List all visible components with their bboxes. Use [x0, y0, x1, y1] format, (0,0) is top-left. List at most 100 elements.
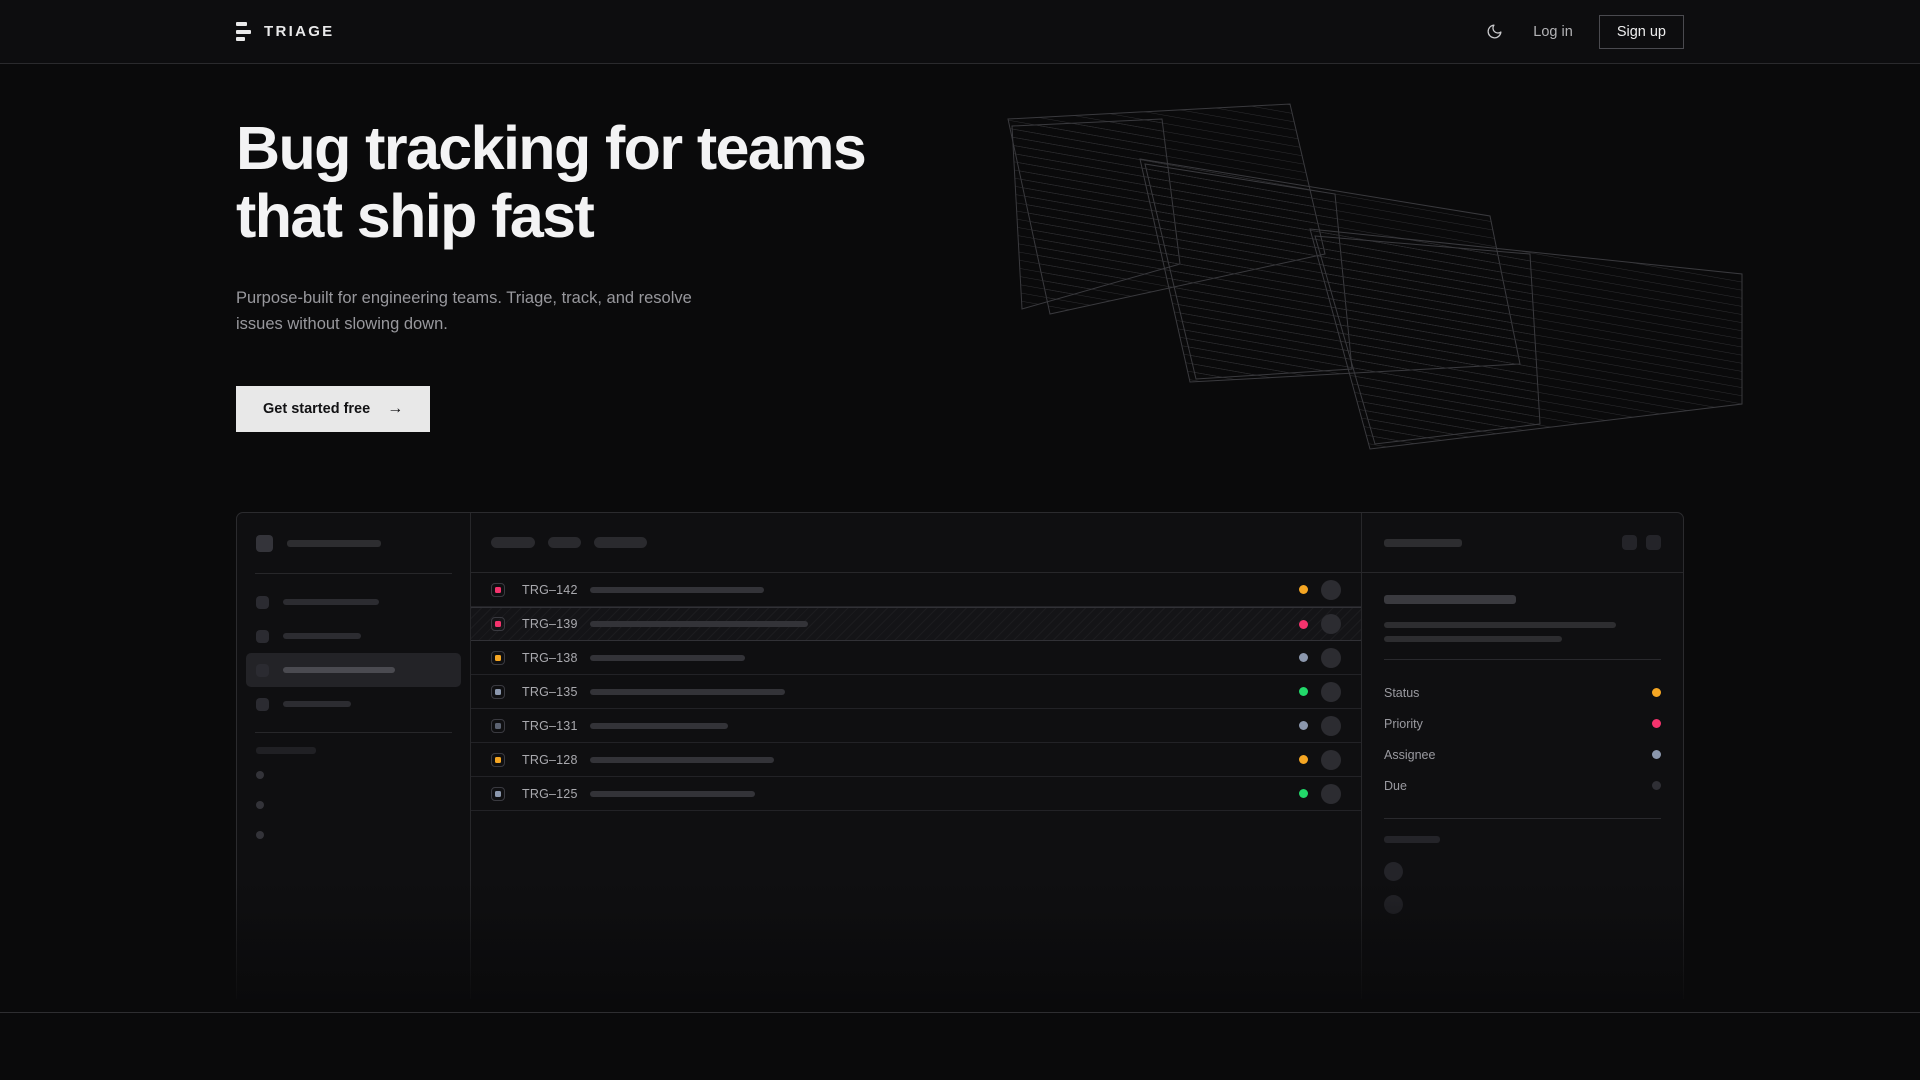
meta-value-dot — [1652, 688, 1661, 697]
meta-label: Status — [1384, 685, 1420, 700]
sidebar-sub-item-1[interactable] — [256, 790, 451, 820]
sidebar-item-icon — [256, 595, 269, 609]
priority-indicator — [491, 582, 505, 597]
issue-id: TRG–138 — [522, 650, 578, 665]
sidebar-item-2[interactable] — [246, 653, 461, 687]
issue-id: TRG–128 — [522, 752, 578, 767]
toolbar-chip-1[interactable] — [548, 537, 581, 548]
moon-icon[interactable] — [1481, 19, 1507, 45]
table-row[interactable]: TRG–142 — [471, 573, 1361, 607]
detail-divider-2 — [1384, 818, 1661, 819]
priority-indicator — [491, 786, 505, 801]
list-item — [1384, 855, 1661, 888]
meta-value-dot — [1652, 750, 1661, 759]
meta-row-status[interactable]: Status — [1384, 677, 1661, 708]
top-navigation-bar: TRIAGE Log in Sign up — [0, 0, 1920, 64]
sidebar-item-label — [283, 599, 379, 605]
detail-panel-header — [1362, 513, 1683, 573]
table-row[interactable]: TRG–138 — [471, 641, 1361, 675]
sidebar-sub-dot — [256, 771, 264, 779]
table-row[interactable]: TRG–131 — [471, 709, 1361, 743]
avatar — [1321, 783, 1341, 804]
sidebar-sub-item-2[interactable] — [256, 820, 451, 850]
issue-title-placeholder — [590, 790, 755, 797]
hero-subheadline: Purpose-built for engineering teams. Tri… — [236, 288, 692, 334]
priority-indicator — [491, 718, 505, 733]
sidebar-divider-top — [255, 573, 452, 574]
list-toolbar — [471, 513, 1361, 573]
login-link[interactable]: Log in — [1533, 23, 1573, 40]
status-badge — [1299, 687, 1308, 696]
headline-line-1: Bug tracking for teams — [236, 114, 867, 182]
sidebar-item-3[interactable] — [246, 687, 461, 721]
status-badge — [1299, 585, 1308, 594]
row-meta — [1299, 614, 1341, 634]
sidebar-item-icon — [256, 629, 269, 643]
meta-value-dot — [1652, 781, 1661, 790]
row-meta — [1299, 715, 1341, 736]
detail-body-line — [1384, 622, 1616, 628]
workspace-avatar — [256, 534, 273, 552]
sidebar-item-label — [283, 667, 395, 673]
sidebar-divider-bottom — [255, 732, 452, 733]
table-row[interactable]: TRG–135 — [471, 675, 1361, 709]
workspace-switcher[interactable] — [256, 513, 451, 573]
brand-name: TRIAGE — [264, 23, 335, 40]
table-row[interactable]: TRG–125 — [471, 777, 1361, 811]
meta-label: Due — [1384, 778, 1407, 793]
avatar — [1384, 895, 1403, 914]
list-item — [1384, 888, 1661, 921]
row-meta — [1299, 579, 1341, 600]
row-meta — [1299, 783, 1341, 804]
hero-section: Bug tracking for teams that ship fast Pu… — [0, 64, 1920, 512]
avatar — [1321, 614, 1341, 634]
issue-id: TRG–125 — [522, 786, 578, 801]
brand-logo[interactable]: TRIAGE — [236, 22, 334, 41]
sidebar-nav-list — [246, 574, 461, 732]
status-badge — [1299, 653, 1308, 662]
toolbar-chip-2[interactable] — [594, 537, 647, 548]
arrow-right-icon: → — [387, 400, 404, 418]
sidebar-sub-dot — [256, 801, 264, 809]
meta-label: Assignee — [1384, 747, 1436, 762]
nav-actions: Log in Sign up — [1481, 14, 1684, 49]
sidebar-item-label — [283, 633, 361, 639]
more-options-icon[interactable] — [1646, 535, 1661, 550]
priority-indicator — [491, 650, 505, 665]
detail-breadcrumb-placeholder — [1384, 538, 1462, 547]
sidebar-item-0[interactable] — [246, 585, 461, 619]
sidebar-group-label — [256, 747, 316, 754]
table-row[interactable]: TRG–139 — [471, 607, 1361, 641]
meta-row-due[interactable]: Due — [1384, 770, 1661, 801]
sidebar-sub-list — [256, 760, 451, 850]
sidebar-group — [256, 733, 451, 760]
table-row[interactable]: TRG–128 — [471, 743, 1361, 777]
sidebar-sub-dot — [256, 831, 264, 839]
sidebar-item-label — [283, 701, 351, 707]
sidebar-sub-item-0[interactable] — [256, 760, 451, 790]
row-meta — [1299, 749, 1341, 770]
meta-value-dot — [1652, 719, 1661, 728]
status-badge — [1299, 721, 1308, 730]
comments-label-placeholder — [1384, 836, 1440, 843]
avatar — [1384, 862, 1403, 881]
get-started-label: Get started free — [263, 401, 371, 418]
panel-collapse-icon[interactable] — [1622, 535, 1637, 550]
signup-button[interactable]: Sign up — [1598, 14, 1684, 49]
issue-title-placeholder — [590, 621, 808, 627]
toolbar-chip-0[interactable] — [491, 537, 535, 548]
avatar — [1321, 715, 1341, 736]
meta-row-assignee[interactable]: Assignee — [1384, 739, 1661, 770]
sidebar-item-1[interactable] — [246, 619, 461, 653]
meta-row-priority[interactable]: Priority — [1384, 708, 1661, 739]
get-started-button[interactable]: Get started free → — [236, 386, 431, 433]
row-meta — [1299, 647, 1341, 668]
issue-id: TRG–142 — [522, 582, 578, 597]
sidebar-item-icon — [256, 697, 269, 711]
detail-body-line — [1384, 636, 1562, 642]
